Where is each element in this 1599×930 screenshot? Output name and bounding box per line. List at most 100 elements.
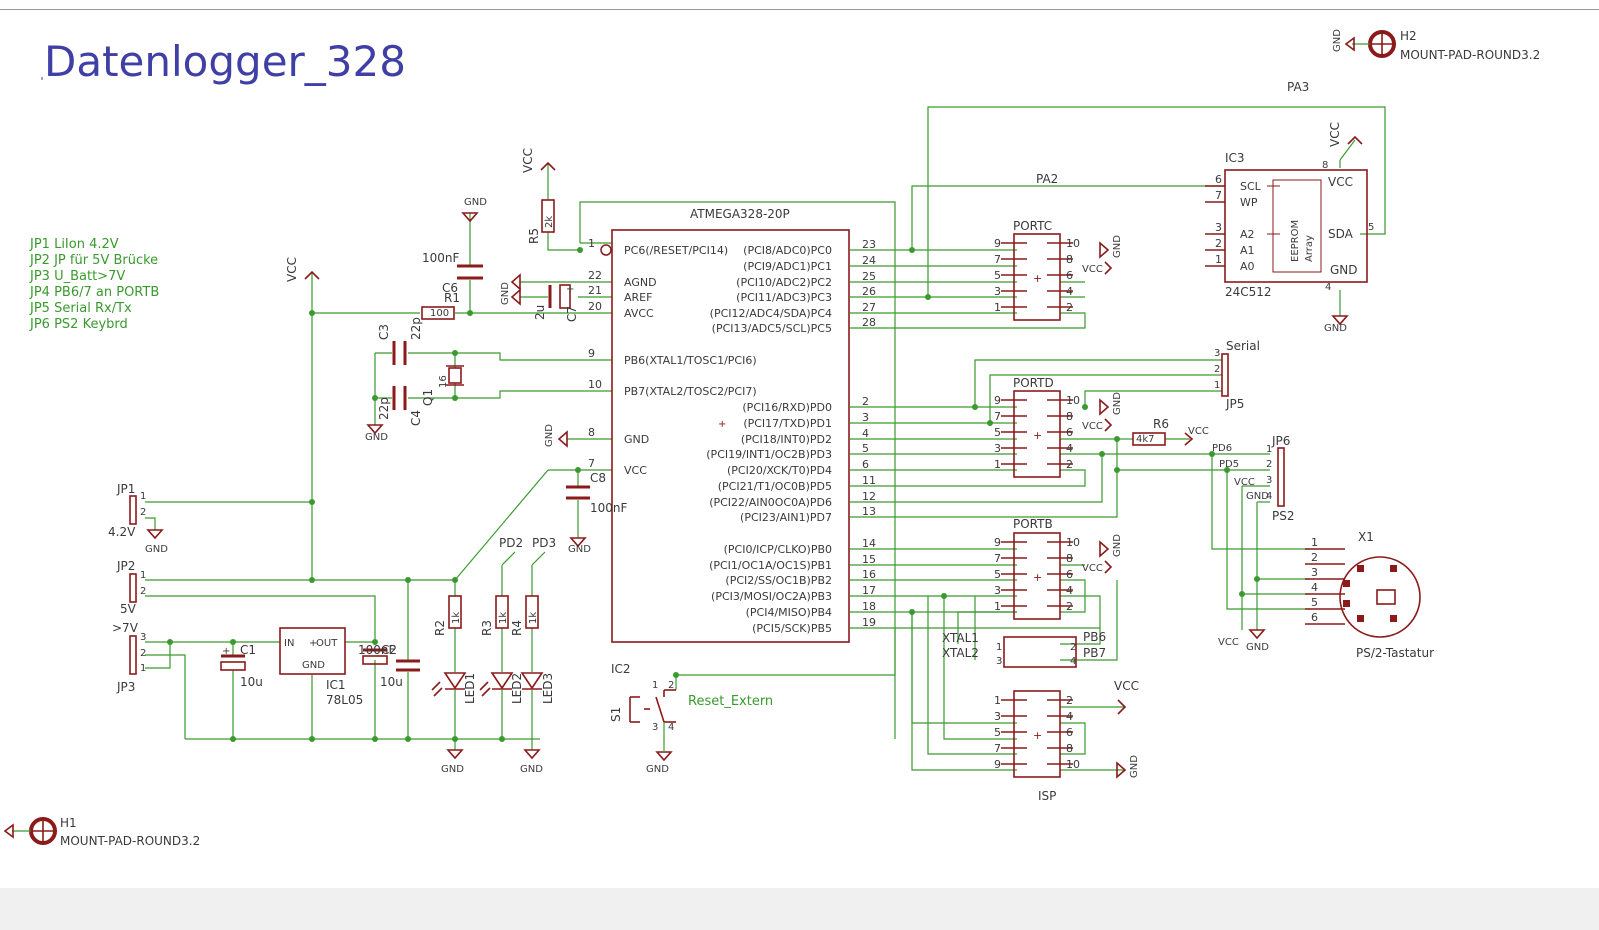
mcu-pin-label: PB6(XTAL1/TOSC1/PCI6) [624,354,757,367]
jumper-jp5[interactable]: Serial JP5 321 [1214,339,1260,411]
crystal-q1[interactable]: 16 Q1 [421,365,464,406]
capacitor-c7[interactable]: + 2u C7 [533,284,579,322]
portc-label: PORTC [1013,219,1052,233]
mcu-pin-num: 13 [862,505,876,518]
mcu-pin-label: (PCI5/SCK)PB5 [752,622,832,635]
mcu-pin-label: (PCI12/ADC4/SDA)PC4 [710,307,832,320]
svg-text:Serial: Serial [1226,339,1260,353]
portd-label: PORTD [1013,376,1054,390]
mcu-pin-num: 3 [862,411,869,424]
led-led3[interactable]: LED3 [520,672,555,704]
jumper-jp4[interactable]: 13 24 XTAL1 XTAL2 PB6 PB7 [942,630,1106,668]
resistor-r2[interactable]: 1k R2 [433,595,462,636]
capacitor-c4[interactable]: 22p C4 [377,386,423,426]
mcu-pin-label: (PCI0/ICP/CLKO)PB0 [724,543,832,556]
led-led2[interactable]: LED2 [479,672,524,704]
mcu-pin-label: (PCI1/OC1A/OC1S)PB1 [709,559,832,572]
vcc-arrow [1347,135,1363,145]
header-pin-num: 8 [1066,742,1073,755]
resistor-r1[interactable]: 100 R1 [421,291,460,320]
x1-pin-num: 1 [1311,536,1318,549]
mcu-pin-label: (PCI4/MISO)PB4 [746,606,832,619]
svg-text:100nF: 100nF [590,501,628,515]
svg-text:+: + [222,646,230,657]
svg-text:4.2V: 4.2V [108,525,136,539]
resistor-r3[interactable]: 1k R3 [480,595,509,636]
vcc-arrow [1117,699,1127,715]
capacitor-c3[interactable]: C3 22p [377,317,423,365]
xtal1-label: XTAL1 [942,631,979,645]
isp-label: ISP [1038,789,1056,803]
header-pin-num: 8 [1066,552,1073,565]
header-pin-num: 9 [994,237,1001,250]
capacitor-c1[interactable]: + C1 10u [220,643,263,689]
resistor-r5[interactable]: 2k R5 [527,199,555,244]
svg-text:1k: 1k [451,612,462,624]
svg-text:3: 3 [996,656,1002,667]
gnd-symbol [446,749,464,760]
gnd-label: GND [365,432,388,443]
mcu-pin-num: 26 [862,285,876,298]
gnd-label: GND [464,197,487,208]
mcu-pin-label: (PCI18/INT0)PD2 [741,433,832,446]
svg-text:C8: C8 [590,471,606,485]
svg-text:PD6: PD6 [1212,443,1232,454]
ic3-ref: IC3 [1225,151,1245,165]
gnd-label: GND [520,764,543,775]
header-pin-num: 9 [994,536,1001,549]
note-jp4: JP4 PB6/7 an PORTB [29,285,159,300]
vcc-label: VCC [1218,637,1239,648]
mount-pad-h2[interactable]: H2 MOUNT-PAD-ROUND3.2 [1344,29,1540,62]
mcu-atmega328[interactable]: ATMEGA328-20P 1PC6(/RESET/PCI14)22AGND21… [588,207,876,643]
mcu-pin-num: 10 [588,378,602,391]
jumper-jp1[interactable]: JP1 4.2V 12 [108,482,146,539]
header-pin-num: 7 [994,253,1001,266]
vcc-arrow [540,161,556,171]
header-pin-num: 4 [1066,442,1073,455]
ic3-value: 24C512 [1225,285,1272,299]
capacitor-c6[interactable]: 100nF C6 [422,251,483,295]
capacitor-c8[interactable]: C8 100nF [566,471,628,515]
svg-text:1k: 1k [498,612,509,624]
header-pin-num: 9 [994,394,1001,407]
capacitor-c2[interactable]: 100nF C2 10u [358,643,420,689]
note-jp6: JP6 PS2 Keybrd [29,317,128,332]
svg-text:PD5: PD5 [1219,459,1239,470]
svg-text:1: 1 [1266,444,1272,455]
svg-text:1: 1 [140,663,146,674]
svg-text:1: 1 [652,680,658,691]
svg-text:100: 100 [430,308,449,319]
schematic-canvas[interactable]: Datenlogger_328 JP1 LiIon 4.2V JP2 JP fü… [0,0,1599,888]
header-pin-num: 5 [994,426,1001,439]
jumper-jp2[interactable]: JP2 5V 12 [116,559,146,616]
mcu-pin-label: (PCI11/ADC3)PC3 [736,291,832,304]
note-jp3: JP3 U_Batt>7V [29,269,125,284]
svg-text:H1: H1 [60,816,77,830]
svg-text:GND: GND [1330,263,1358,277]
mount-pad-h1[interactable]: H1 MOUNT-PAD-ROUND3.2 [3,816,200,848]
note-jp2: JP2 JP für 5V Brücke [29,253,158,268]
resistor-r6[interactable]: 4k7 R6 [1132,417,1169,446]
mcu-origin-cross: + [718,419,726,430]
gnd-label: GND [1129,755,1140,778]
led-led1[interactable]: LED1 [431,672,477,704]
regulator-ic1[interactable]: IN OUT GND + IC1 78L05 [279,627,363,707]
svg-text:4: 4 [1266,491,1272,502]
resistor-r4[interactable]: 1k R4 [510,595,539,636]
svg-text:PA3: PA3 [1287,80,1309,94]
svg-text:4k7: 4k7 [1136,434,1155,445]
header-pin-num: 7 [994,742,1001,755]
header-pin-num: 6 [1066,568,1073,581]
jumper-jp3[interactable]: >7V JP3 321 [112,621,146,694]
gnd-symbol [1099,398,1110,416]
header-pin-num: 10 [1066,758,1080,771]
